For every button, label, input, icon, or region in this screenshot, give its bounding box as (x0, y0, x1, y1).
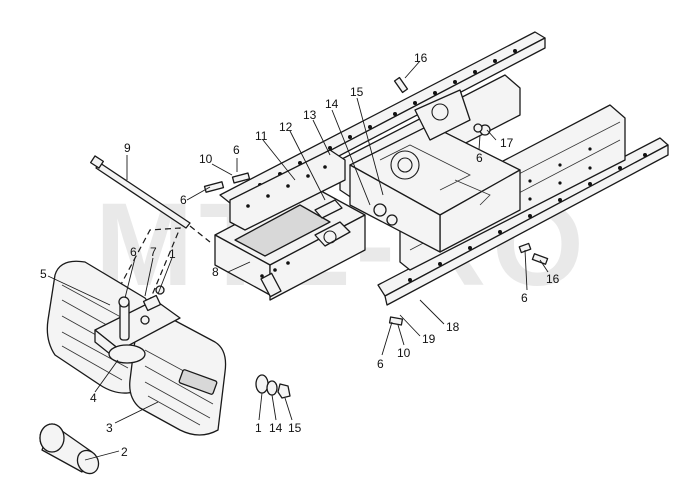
callout-6-left: 6 (180, 193, 187, 207)
callout-17: 17 (500, 136, 514, 150)
weight-bracket-4 (94, 285, 181, 364)
callout-8: 8 (212, 265, 219, 279)
callout-10-upper: 10 (199, 152, 213, 166)
leader-lines (47, 60, 549, 461)
assembly-dash-line (109, 227, 181, 306)
callout-19: 19 (422, 332, 436, 346)
callout-6-right: 6 (521, 291, 528, 305)
lower-side-plate (377, 137, 669, 306)
callout-7: 7 (150, 245, 157, 259)
callout-11: 11 (255, 129, 268, 143)
rod-9 (89, 155, 191, 229)
callout-6-upper-b: 6 (476, 151, 483, 165)
bolt-group (203, 76, 549, 326)
main-frame (214, 74, 626, 301)
callout-4: 4 (90, 391, 97, 405)
callout-16-lower: 16 (546, 272, 560, 286)
callout-5: 5 (40, 267, 47, 281)
weight-3 (129, 317, 227, 436)
callout-1-lower: 1 (255, 421, 262, 435)
callout-labels: 9 10 6 11 12 13 14 15 16 17 6 6 8 16 6 1… (40, 51, 560, 459)
callout-6-lower: 6 (377, 357, 384, 371)
callout-15-lower: 15 (288, 421, 302, 435)
callout-6-upper-a: 6 (233, 143, 240, 157)
callout-12: 12 (279, 120, 293, 134)
washer-nut-set (255, 374, 291, 399)
callout-9: 9 (124, 141, 131, 155)
callout-13: 13 (303, 108, 317, 122)
rod-axis-dash (189, 225, 211, 243)
callout-1-upper: 1 (169, 247, 176, 261)
callout-18: 18 (446, 320, 460, 334)
callout-3: 3 (106, 421, 113, 435)
callout-6-weight: 6 (130, 245, 137, 259)
callout-16-upper: 16 (414, 51, 428, 65)
callout-15-upper: 15 (350, 85, 364, 99)
callout-10-lower: 10 (397, 346, 411, 360)
callout-14-upper: 14 (325, 97, 339, 111)
spacer-tube-2 (39, 423, 100, 475)
callout-14-lower: 14 (269, 421, 283, 435)
callout-2: 2 (121, 445, 128, 459)
